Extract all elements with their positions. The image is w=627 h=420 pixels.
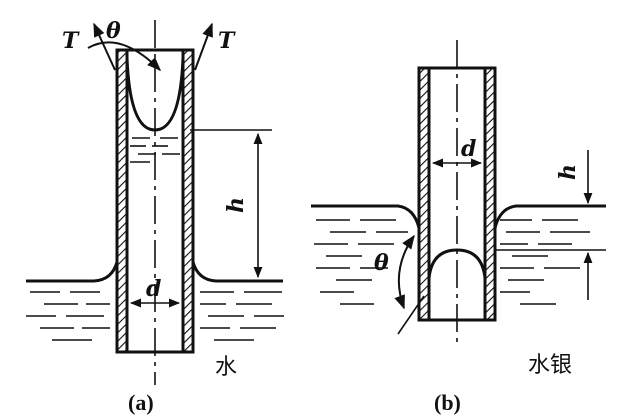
tension-arrow-right [194,22,213,71]
mercury-surface-right [493,204,606,229]
tension-label-left: T [62,28,80,54]
panel-a: T θ T h d 水 (a) [26,18,284,415]
contact-angle-arc-b [394,234,415,310]
caption-b: (b) [434,390,461,415]
height-label-a: h [223,197,249,213]
tube-wall-right-a [181,48,195,354]
tube-wall-left-a [115,48,129,354]
liquid-label-b: 水银 [528,353,572,378]
mercury-surface-left [311,204,421,229]
angle-label-a: θ [106,18,121,44]
height-label-b: h [555,164,581,180]
mercury-lines-b [314,219,590,305]
tension-label-right: T [218,28,236,54]
diameter-label-b: d [461,136,476,162]
water-surface-left [26,261,119,283]
panel-b: d h θ 水银 (b) [311,40,606,415]
water-surface-right [191,261,283,283]
water-lines-a [26,291,284,341]
contact-angle-arc-a [87,41,161,71]
tangent-line-b [397,295,425,335]
angle-label-b: θ [374,250,389,276]
liquid-label-a: 水 [215,355,237,380]
tension-arrow-left [93,22,116,71]
caption-a: (a) [128,390,154,415]
diameter-label-a: d [146,276,161,302]
